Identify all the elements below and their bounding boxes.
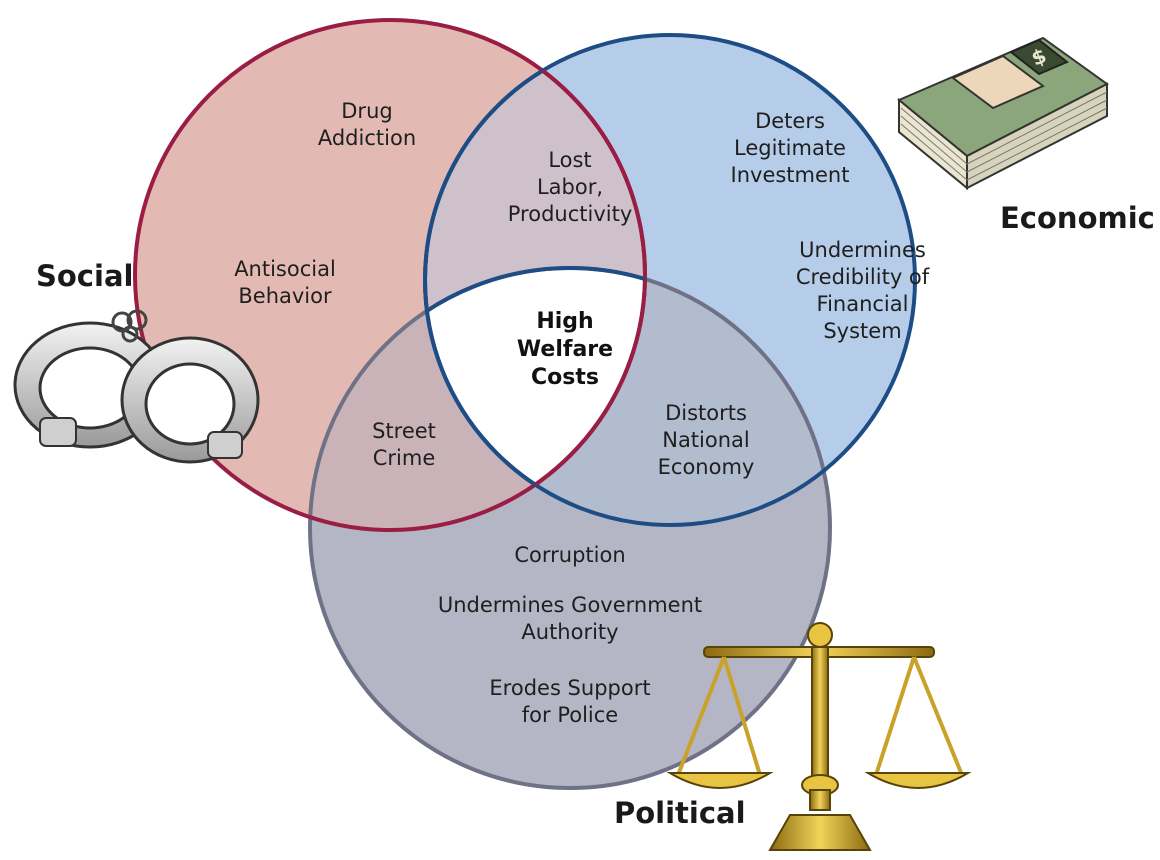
economic-label-credibility: Undermines Credibility of Financial Syst…	[795, 238, 930, 343]
social-label-antisocial-behavior: Antisocial Behavior	[234, 257, 336, 308]
scales-of-justice-icon	[666, 622, 972, 851]
overlap-label-street-crime: Street Crime	[372, 419, 436, 470]
center-label-high-welfare-costs: High Welfare Costs	[516, 309, 614, 390]
social-label-drug-addiction: Drug Addiction	[317, 99, 417, 150]
political-label-support-police: Erodes Support for Police	[489, 676, 651, 727]
economic-category-label: Economic	[1000, 201, 1155, 235]
handcuffs-icon	[13, 309, 260, 464]
money-stack-icon: $	[897, 36, 1109, 191]
overlap-label-lost-labor: Lost Labor, Productivity	[507, 148, 633, 226]
political-label-government-authority: Undermines Government Authority	[437, 593, 703, 644]
political-label-corruption: Corruption	[514, 543, 626, 567]
overlap-label-distorts-economy: Distorts National Economy	[657, 401, 755, 479]
social-category-label: Social	[36, 259, 134, 293]
political-category-label: Political	[614, 796, 746, 830]
economic-label-deters-investment: Deters Legitimate Investment	[730, 109, 850, 187]
